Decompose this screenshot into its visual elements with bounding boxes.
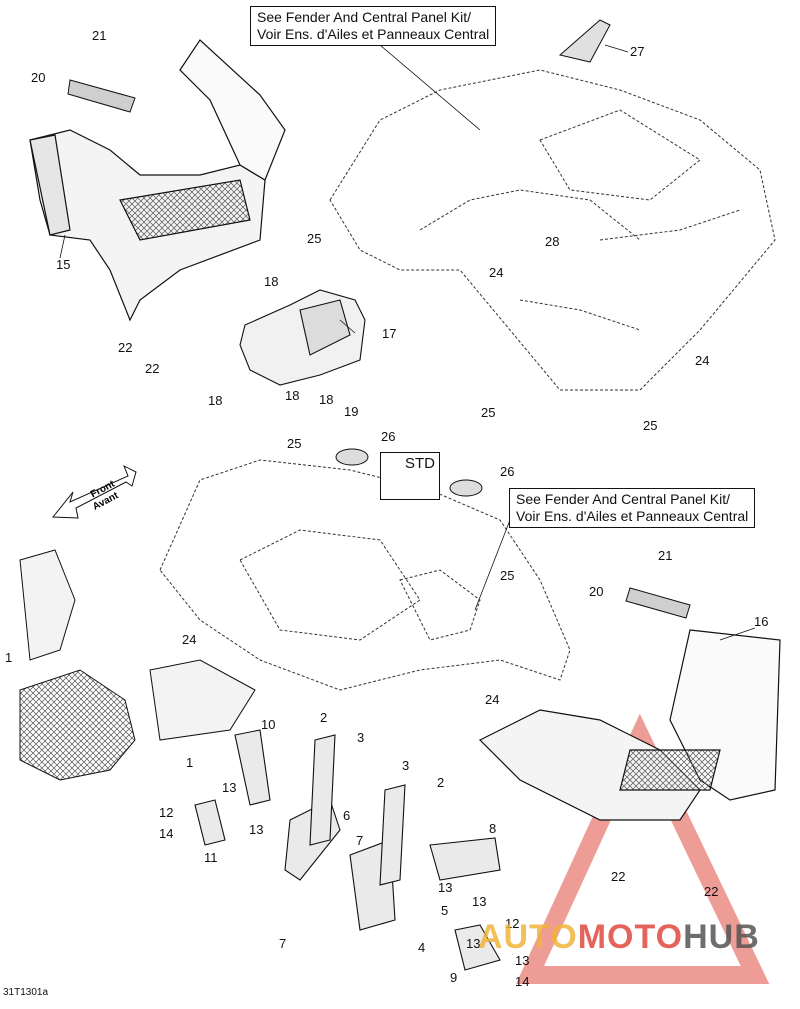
fender-kit-callout-middle: See Fender And Central Panel Kit/ Voir E…: [509, 488, 756, 528]
label-22: 22: [704, 884, 718, 899]
label-14: 14: [515, 974, 529, 989]
front-direction-arrow: Front Avant: [48, 462, 138, 522]
label-12: 12: [505, 916, 519, 931]
label-28: 28: [545, 234, 559, 249]
label-24: 24: [695, 353, 709, 368]
label-9: 9: [450, 970, 457, 985]
watermark-moto: MOTO: [577, 918, 684, 956]
label-25: 25: [643, 418, 657, 433]
label-21: 21: [92, 28, 106, 43]
arrow-icon: [51, 464, 137, 519]
label-4: 4: [418, 940, 425, 955]
label-7: 7: [356, 833, 363, 848]
label-11: 11: [204, 850, 218, 865]
label-24: 24: [485, 692, 499, 707]
watermark-auto: AUTO: [478, 918, 578, 956]
part-number-labels: 1 1 2 2 3 3 4 5 6 7 7 8 9 10 11 12 12 13…: [5, 28, 768, 989]
label-15: 15: [56, 257, 70, 272]
label-24: 24: [182, 632, 196, 647]
leader-lines: [59, 44, 756, 641]
label-24: 24: [489, 265, 503, 280]
label-18: 18: [264, 274, 278, 289]
part-26-covers: [335, 448, 483, 497]
fender-kit-callout-top: See Fender And Central Panel Kit/ Voir E…: [250, 6, 497, 46]
label-25: 25: [500, 568, 514, 583]
label-16: 16: [754, 614, 768, 629]
label-3: 3: [402, 758, 409, 773]
left-rail: [67, 79, 136, 113]
front-fender-assembly: [159, 459, 571, 691]
watermark-logo: AUTOMOTOHUB: [478, 918, 760, 957]
label-1: 1: [5, 650, 12, 665]
front-grille: [19, 549, 256, 781]
label-13: 13: [515, 953, 529, 968]
std-box: STD: [380, 452, 440, 500]
label-25: 25: [307, 231, 321, 246]
label-27: 27: [630, 44, 644, 59]
part-17-panel: [239, 289, 366, 386]
right-rail: [625, 587, 691, 619]
label-14: 14: [159, 826, 173, 841]
watermark-triangle: [515, 713, 770, 984]
label-22: 22: [118, 340, 132, 355]
label-5: 5: [441, 903, 448, 918]
label-13: 13: [249, 822, 263, 837]
label-13: 13: [438, 880, 452, 895]
label-3: 3: [357, 730, 364, 745]
label-17: 17: [382, 326, 396, 341]
label-2: 2: [320, 710, 327, 725]
left-footrest: [29, 39, 286, 322]
label-22: 22: [611, 869, 625, 884]
callout-line-1: See Fender And Central Panel Kit/: [516, 491, 731, 507]
label-13: 13: [472, 894, 486, 909]
label-2: 2: [437, 775, 444, 790]
label-21: 21: [658, 548, 672, 563]
label-6: 6: [343, 808, 350, 823]
callout-line-2: Voir Ens. d'Ailes et Panneaux Central: [516, 508, 749, 524]
bumper-bracket-assembly: [194, 729, 501, 971]
label-10: 10: [261, 717, 275, 732]
label-18: 18: [319, 392, 333, 407]
label-12: 12: [159, 805, 173, 820]
label-18: 18: [208, 393, 222, 408]
label-13: 13: [222, 780, 236, 795]
watermark-hub: HUB: [683, 918, 760, 956]
rear-fender-assembly: [329, 69, 776, 391]
label-20: 20: [31, 70, 45, 85]
label-26: 26: [500, 464, 514, 479]
label-18: 18: [285, 388, 299, 403]
std-title: STD: [405, 455, 435, 472]
label-25: 25: [287, 436, 301, 451]
label-19: 19: [344, 404, 358, 419]
label-8: 8: [489, 821, 496, 836]
callout-line-1: See Fender And Central Panel Kit/: [257, 9, 472, 25]
part-27-cap: [558, 19, 611, 63]
callout-line-2: Voir Ens. d'Ailes et Panneaux Central: [257, 26, 490, 42]
label-20: 20: [589, 584, 603, 599]
label-25: 25: [481, 405, 495, 420]
label-1: 1: [186, 755, 193, 770]
label-22: 22: [145, 361, 159, 376]
label-7: 7: [279, 936, 286, 951]
label-26: 26: [381, 429, 395, 444]
reference-code: 31T1301a: [3, 987, 49, 998]
right-footrest: [478, 629, 781, 821]
label-13: 13: [466, 936, 480, 951]
